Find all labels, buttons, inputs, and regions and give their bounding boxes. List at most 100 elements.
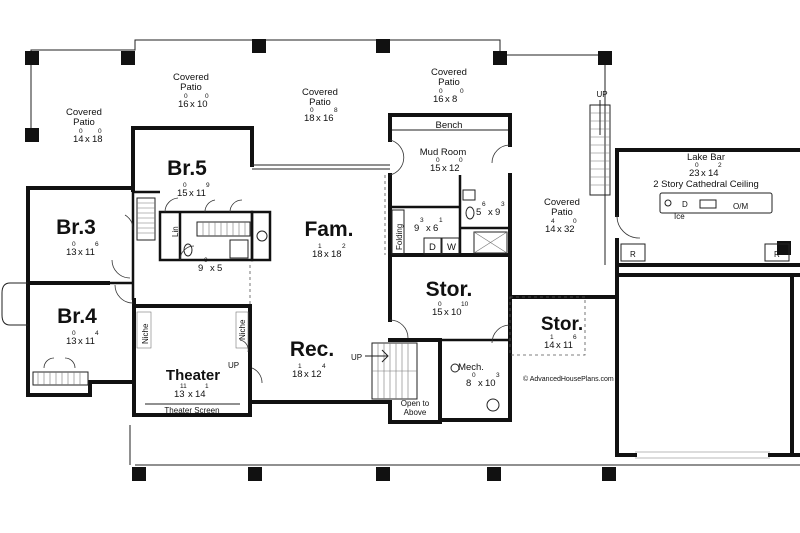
room-depth-inches: 9 [206, 182, 210, 189]
svg-text:x: x [188, 389, 193, 400]
post [248, 467, 262, 481]
svg-text:x: x [557, 224, 562, 235]
room-name: Br.4 [57, 305, 97, 328]
bench-label: Bench [436, 120, 463, 131]
copyright-label: © AdvancedHousePlans.com [523, 375, 614, 383]
room-name: Rec. [290, 338, 334, 361]
room-type-label: Patio [309, 97, 331, 108]
refrigerator [764, 243, 790, 262]
bar-sink [699, 199, 717, 209]
closet [32, 371, 89, 386]
room-depth: 32 [564, 224, 575, 235]
room-br3: Br.3 13 0 x 11 6 [56, 216, 99, 258]
room-type-label: Covered [66, 107, 102, 118]
room-stor-1: Stor. 15 0 x 10 10 [426, 278, 473, 318]
room-depth-inches: 10 [461, 301, 469, 308]
room-depth-inches: 6 [95, 241, 99, 248]
post [376, 39, 390, 53]
room-theater: Theater 13 11 x 14 1 [166, 367, 220, 400]
furnace [486, 398, 500, 412]
room-depth: 18 [331, 249, 342, 260]
svg-text:x: x [444, 307, 449, 318]
post [132, 467, 146, 481]
dishwasher-label: D [682, 200, 688, 209]
room-depth-inches: 4 [95, 330, 99, 337]
ceiling-note: 2 Story Cathedral Ceiling [653, 179, 759, 190]
refrigerator-label: R [630, 250, 636, 259]
room-width-inches: 0 [72, 330, 76, 337]
svg-text:x: x [556, 340, 561, 351]
room-width-inches: 0 [79, 128, 83, 135]
svg-text:x: x [488, 207, 493, 218]
room-depth: 14 [708, 168, 719, 179]
up-label: UP [596, 90, 607, 99]
room-name: Lake Bar [687, 152, 725, 163]
room-width: 23 [689, 168, 700, 179]
up-label: UP [351, 353, 362, 362]
room-width-inches: 0 [184, 93, 188, 100]
room-depth-inches: 1 [205, 383, 209, 390]
toilet [183, 243, 193, 257]
room-depth: 18 [92, 134, 103, 145]
room-type-label: Patio [438, 77, 460, 88]
open-to-above-label: Above [404, 408, 427, 417]
bar-counter [659, 192, 773, 214]
room-width: 14 [544, 340, 555, 351]
svg-text:x: x [478, 378, 483, 389]
svg-text:x: x [78, 247, 83, 258]
svg-text:x: x [316, 113, 321, 124]
room-name: Stor. [426, 278, 473, 301]
room-width: 13 [174, 389, 185, 400]
room-depth-inches: 3 [496, 372, 500, 379]
toilet [465, 206, 475, 220]
bathtub [229, 239, 249, 259]
fixtures [32, 129, 790, 412]
room-width: 15 [177, 188, 188, 199]
room-width: 18 [292, 369, 303, 380]
refrigerator [620, 243, 646, 262]
room-patio-side: Covered Patio 14 4 x 32 0 [544, 197, 580, 235]
svg-text:x: x [85, 134, 90, 145]
svg-text:x: x [445, 94, 450, 105]
room-name: Br.5 [167, 157, 207, 180]
post [25, 51, 39, 65]
dryer-label: D [429, 242, 436, 253]
room-fam: Fam. 18 1 x 18 2 [304, 218, 353, 260]
room-depth-inches: 0 [573, 218, 577, 225]
room-width-inches: 0 [72, 241, 76, 248]
room-width: 18 [304, 113, 315, 124]
room-width-inches: 11 [180, 383, 187, 390]
room-width: 15 [430, 163, 441, 174]
room-depth: 10 [197, 99, 208, 110]
post [25, 128, 39, 142]
room-name: Fam. [304, 218, 353, 241]
room-stor-2: Stor. 14 1 x 11 6 [541, 314, 583, 351]
room-patio-mud: Covered Patio 16 0 x 8 0 [431, 67, 467, 105]
room-depth: 12 [311, 369, 322, 380]
room-name: Stor. [541, 314, 583, 335]
closet [136, 197, 156, 241]
washer [441, 237, 460, 255]
room-width-inches: 0 [438, 301, 442, 308]
up-label: UP [228, 361, 239, 370]
washer-label: W [447, 242, 456, 253]
room-width-inches: 0 [436, 157, 440, 164]
post [487, 467, 501, 481]
room-depth: 10 [451, 307, 462, 318]
room-width-inches: 0 [439, 88, 443, 95]
room-width: 9 [198, 263, 203, 274]
post [598, 51, 612, 65]
svg-text:x: x [78, 336, 83, 347]
room-depth: 9 [495, 207, 500, 218]
room-patio-br5: Covered Patio 16 0 x 10 0 [173, 72, 209, 110]
room-width-inches: 0 [472, 372, 476, 379]
room-depth-inches: 1 [439, 217, 443, 224]
room-width: 16 [178, 99, 189, 110]
room-name: Mud Room [420, 147, 467, 158]
refrigerator-label: R [774, 250, 780, 259]
room-type-label: Patio [551, 207, 573, 218]
shower [473, 231, 508, 254]
room-depth-inches: 0 [205, 93, 209, 100]
closet [196, 221, 251, 237]
svg-text:x: x [701, 168, 706, 179]
